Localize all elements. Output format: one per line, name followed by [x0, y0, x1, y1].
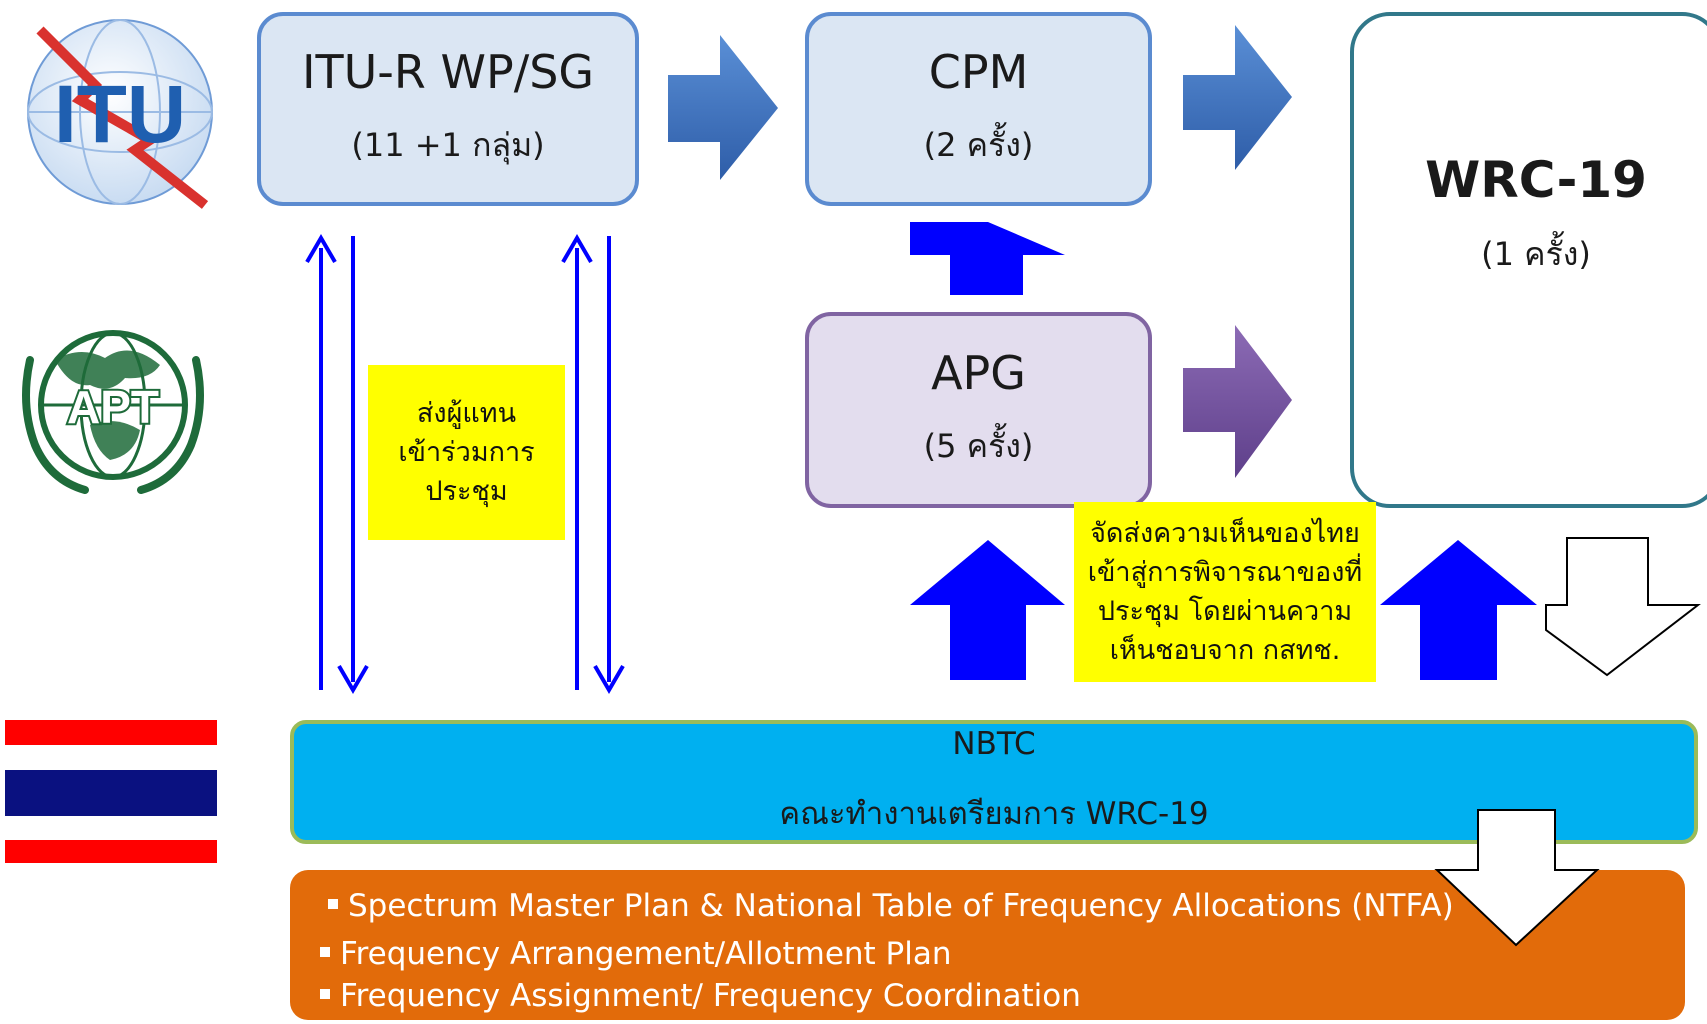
arrow-apg-to-cpm [910, 222, 1065, 295]
plan-list-item: Spectrum Master Plan & National Table of… [328, 885, 1685, 927]
apg-title: APG [931, 346, 1026, 401]
arrow-wrc-down-outline [1545, 537, 1701, 677]
plan-item-text: Frequency Arrangement/Allotment Plan [340, 936, 952, 972]
opinion-note: จัดส่งความเห็นของไทย เข้าสู่การพิจารณาขอ… [1074, 502, 1376, 682]
apg-subtitle: (5 ครั้ง) [923, 426, 1034, 465]
svg-text:APT: APT [67, 381, 159, 433]
square-bullet-icon [328, 899, 338, 909]
arrow-cpm-to-wrc [1183, 25, 1292, 170]
apt-logo: APT [22, 330, 204, 494]
delegate-arrows-right [561, 234, 625, 694]
cpm-subtitle: (2 ครั้ง) [923, 125, 1034, 164]
wrc-title: WRC-19 [1425, 150, 1647, 209]
svg-text:ITU: ITU [54, 69, 186, 160]
nbtc-subtitle: คณะทำงานเตรียมการ WRC-19 [779, 796, 1209, 832]
nbtc-box: NBTC คณะทำงานเตรียมการ WRC-19 [290, 720, 1698, 844]
cpm-title: CPM [928, 45, 1029, 100]
itu-r-box: ITU-R WP/SG (11 +1 กลุ่ม) [257, 12, 639, 206]
arrow-itu-to-cpm [668, 35, 778, 180]
apg-box: APG (5 ครั้ง) [805, 312, 1152, 508]
arrow-nbtc-to-wrc [1380, 540, 1537, 680]
nbtc-title: NBTC [952, 726, 1036, 762]
arrow-nbtc-to-apg [910, 540, 1065, 680]
itu-r-subtitle: (11 +1 กลุ่ม) [351, 125, 545, 164]
itu-logo: ITU [27, 19, 213, 209]
wrc-box: WRC-19 (1 ครั้ง) [1350, 12, 1707, 508]
plan-list-item: Frequency Assignment/ Frequency Coordina… [320, 975, 1685, 1017]
delegate-arrows-left [305, 234, 369, 694]
thai-flag [5, 720, 217, 863]
delegate-note-text: ส่งผู้แทน เข้าร่วมการ ประชุม [398, 397, 535, 508]
plan-item-text: Spectrum Master Plan & National Table of… [348, 888, 1454, 924]
delegate-note: ส่งผู้แทน เข้าร่วมการ ประชุม [368, 365, 565, 540]
plan-list-item: Frequency Arrangement/Allotment Plan [320, 933, 1685, 975]
opinion-note-text: จัดส่งความเห็นของไทย เข้าสู่การพิจารณาขอ… [1087, 517, 1363, 667]
itu-r-title: ITU-R WP/SG [301, 45, 595, 100]
plan-list-box: Spectrum Master Plan & National Table of… [290, 870, 1685, 1020]
cpm-box: CPM (2 ครั้ง) [805, 12, 1152, 206]
arrow-apg-to-wrc [1183, 325, 1292, 478]
wrc-subtitle: (1 ครั้ง) [1481, 234, 1591, 273]
plan-item-text: Frequency Assignment/ Frequency Coordina… [340, 978, 1081, 1014]
square-bullet-icon [320, 989, 330, 999]
square-bullet-icon [320, 947, 330, 957]
